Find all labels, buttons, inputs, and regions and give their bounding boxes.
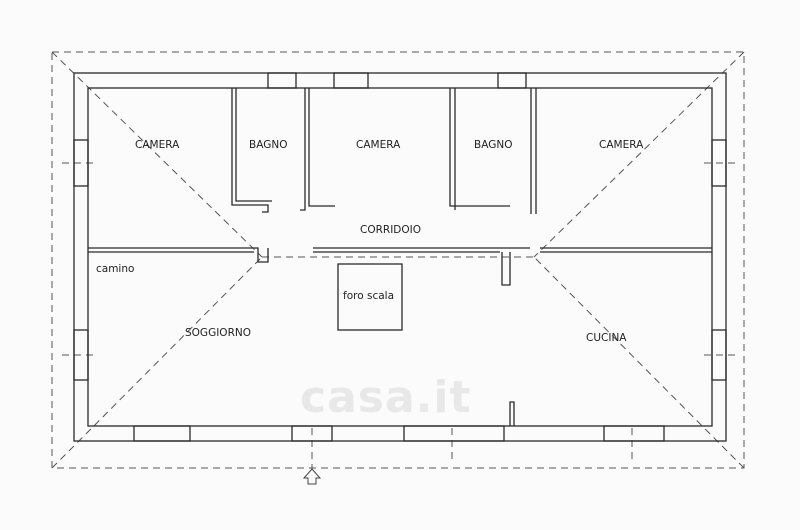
- room-label-camera-center: CAMERA: [356, 139, 401, 151]
- room-label-cucina: CUCINA: [586, 332, 627, 344]
- room-label-soggiorno: SOGGIORNO: [185, 327, 251, 339]
- walls: [73, 72, 727, 442]
- room-label-corridoio: CORRIDOIO: [360, 224, 421, 236]
- watermark-logo: casa.it: [300, 372, 472, 423]
- roof-outline: [51, 51, 745, 470]
- room-label-camino: camino: [96, 263, 135, 275]
- room-label-bagno-right: BAGNO: [474, 139, 513, 151]
- room-label-camera-right: CAMERA: [599, 139, 644, 151]
- room-label-camera-left: CAMERA: [135, 139, 180, 151]
- stair-opening: [337, 263, 403, 331]
- room-label-foro-scala: foro scala: [343, 290, 394, 302]
- room-label-bagno-left: BAGNO: [249, 139, 288, 151]
- entrance-arrow-icon: [302, 468, 322, 485]
